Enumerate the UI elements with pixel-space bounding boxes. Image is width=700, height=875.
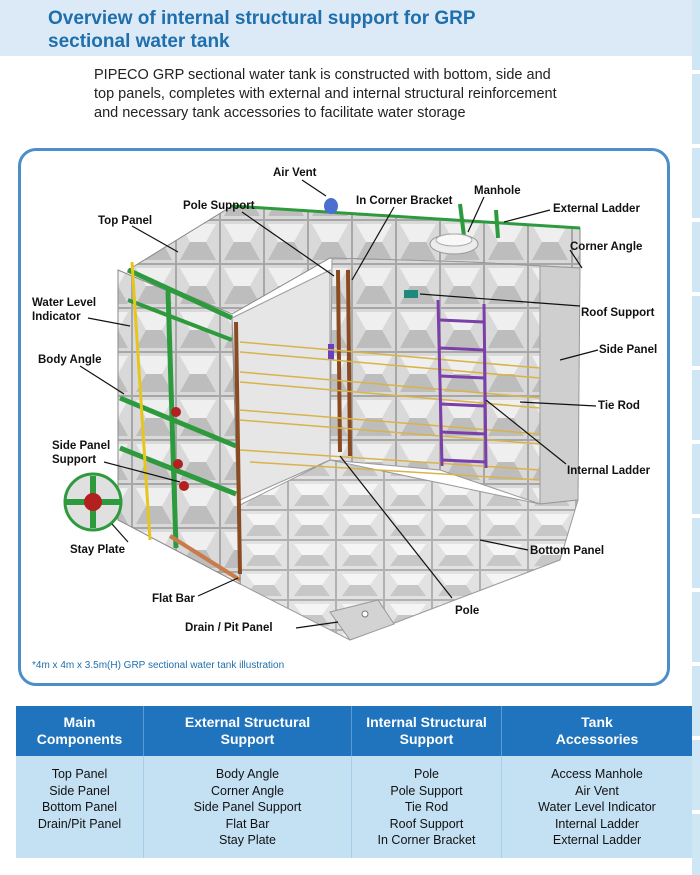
label-pole: Pole bbox=[455, 605, 480, 617]
in-corner-bracket-shape bbox=[328, 344, 334, 360]
header-2-line-2: Support bbox=[399, 731, 454, 747]
table-column-tank-accessories: Access Manhole Air Vent Water Level Indi… bbox=[502, 756, 692, 858]
table-column-internal-support: Pole Pole Support Tie Rod Roof Support I… bbox=[352, 756, 502, 858]
top-rim-angle bbox=[126, 267, 234, 321]
table-cell: Side Panel Support bbox=[193, 800, 302, 814]
label-bottom-panel: Bottom Panel bbox=[530, 545, 605, 557]
header-0-line-1: Main bbox=[63, 714, 96, 730]
body-angle-h1 bbox=[119, 395, 237, 449]
label-tie-rod: Tie Rod bbox=[598, 400, 640, 412]
drain-panel-shape bbox=[329, 599, 395, 641]
table-cell: Stay Plate bbox=[219, 833, 276, 847]
table-cell: Access Manhole bbox=[551, 767, 643, 781]
header-2-line-1: Internal Structural bbox=[366, 714, 487, 730]
table-cell: External Ladder bbox=[552, 833, 642, 847]
table-body-row: Top Panel Side Panel Bottom Panel Drain/… bbox=[16, 756, 692, 858]
table-cell: Roof Support bbox=[389, 816, 464, 831]
page-title: Overview of internal structural support … bbox=[48, 7, 668, 53]
internal-ladder-shape bbox=[436, 299, 488, 469]
label-water-level-line-2: Indicator bbox=[32, 311, 81, 323]
label-in-corner-bracket: In Corner Bracket bbox=[356, 195, 453, 207]
intro-line-2: top panels, completes with external and … bbox=[94, 86, 557, 102]
flat-bar-shape bbox=[168, 534, 242, 582]
label-air-vent: Air Vent bbox=[273, 167, 317, 179]
intro-paragraph: PIPECO GRP sectional water tank is const… bbox=[94, 66, 664, 123]
air-vent-shape bbox=[324, 198, 338, 214]
label-drain-pit-panel: Drain / Pit Panel bbox=[185, 622, 273, 634]
body-angle-h2 bbox=[119, 445, 237, 497]
header-3-line-2: Accessories bbox=[555, 731, 639, 747]
label-roof-support: Roof Support bbox=[581, 307, 655, 319]
table-column-main-components: Top Panel Side Panel Bottom Panel Drain/… bbox=[16, 756, 144, 858]
header-1-line-2: Support bbox=[220, 731, 275, 747]
table-cell: Water Level Indicator bbox=[538, 800, 656, 814]
table-cell: In Corner Bracket bbox=[377, 833, 476, 847]
table-cell: Tie Rod bbox=[404, 800, 449, 814]
label-top-panel: Top Panel bbox=[98, 215, 153, 227]
title-band bbox=[0, 0, 692, 56]
label-corner-angle: Corner Angle bbox=[570, 241, 643, 253]
intro-line-1: PIPECO GRP sectional water tank is const… bbox=[94, 67, 551, 83]
table-cell: Corner Angle bbox=[211, 783, 284, 798]
table-cell: Top Panel bbox=[51, 767, 108, 781]
body-angle-top bbox=[127, 298, 233, 342]
intro-line-3: and necessary tank accessories to facili… bbox=[94, 105, 466, 121]
header-3-line-1: Tank bbox=[581, 714, 613, 730]
label-side-panel: Side Panel bbox=[599, 344, 658, 356]
label-body-angle: Body Angle bbox=[38, 354, 102, 366]
table-cell: Pole Support bbox=[390, 783, 463, 798]
table-cell: Body Angle bbox=[215, 767, 280, 781]
stay-plate-joint-3 bbox=[179, 481, 189, 491]
table-column-external-support: Body Angle Corner Angle Side Panel Suppo… bbox=[144, 756, 352, 858]
table-cell: Flat Bar bbox=[225, 816, 270, 831]
stay-plate-joint-2 bbox=[173, 459, 183, 469]
drain-hole bbox=[361, 610, 369, 618]
title-line-2: sectional water tank bbox=[48, 31, 230, 52]
label-side-panel-support-line-1: Side Panel bbox=[52, 440, 111, 452]
title-line-1: Overview of internal structural support … bbox=[48, 8, 476, 29]
label-manhole: Manhole bbox=[474, 185, 521, 197]
external-ladder-rail-2 bbox=[494, 209, 500, 239]
table-cell: Air Vent bbox=[575, 783, 619, 798]
label-water-level-line-1: Water Level bbox=[32, 297, 97, 309]
label-external-ladder: External Ladder bbox=[553, 203, 640, 215]
table-cell: Internal Ladder bbox=[554, 816, 640, 831]
right-edge-stripes bbox=[692, 0, 700, 875]
label-side-panel-support-line-2: Support bbox=[52, 454, 97, 466]
label-internal-ladder: Internal Ladder bbox=[567, 465, 651, 477]
external-ladder-rail-1 bbox=[458, 203, 466, 237]
pole-3 bbox=[346, 269, 352, 457]
leader-lines bbox=[79, 179, 599, 629]
label-pole-support: Pole Support bbox=[183, 200, 255, 212]
stay-plate-joint-1 bbox=[171, 407, 181, 417]
label-stay-plate: Stay Plate bbox=[70, 544, 125, 556]
header-1-line-1: External Structural bbox=[184, 714, 311, 730]
label-side-panel-support: Side Panel Support bbox=[52, 439, 110, 467]
pole-1 bbox=[234, 321, 242, 575]
corner-angle-top bbox=[231, 204, 581, 230]
roof-support-shape bbox=[404, 290, 418, 298]
water-level-indicator-tube bbox=[130, 261, 152, 541]
diagram-caption: *4m x 4m x 3.5m(H) GRP sectional water t… bbox=[32, 660, 285, 671]
table-cell: Bottom Panel bbox=[41, 800, 118, 814]
label-flat-bar: Flat Bar bbox=[152, 593, 195, 605]
label-water-level-indicator: Water Level Indicator bbox=[32, 296, 96, 324]
bottom-panel-shape bbox=[239, 459, 579, 641]
table-cell: Drain/Pit Panel bbox=[37, 816, 122, 831]
header-0-line-2: Components bbox=[36, 731, 123, 747]
table-cell: Side Panel bbox=[49, 783, 110, 798]
table-cell: Pole bbox=[413, 767, 440, 781]
